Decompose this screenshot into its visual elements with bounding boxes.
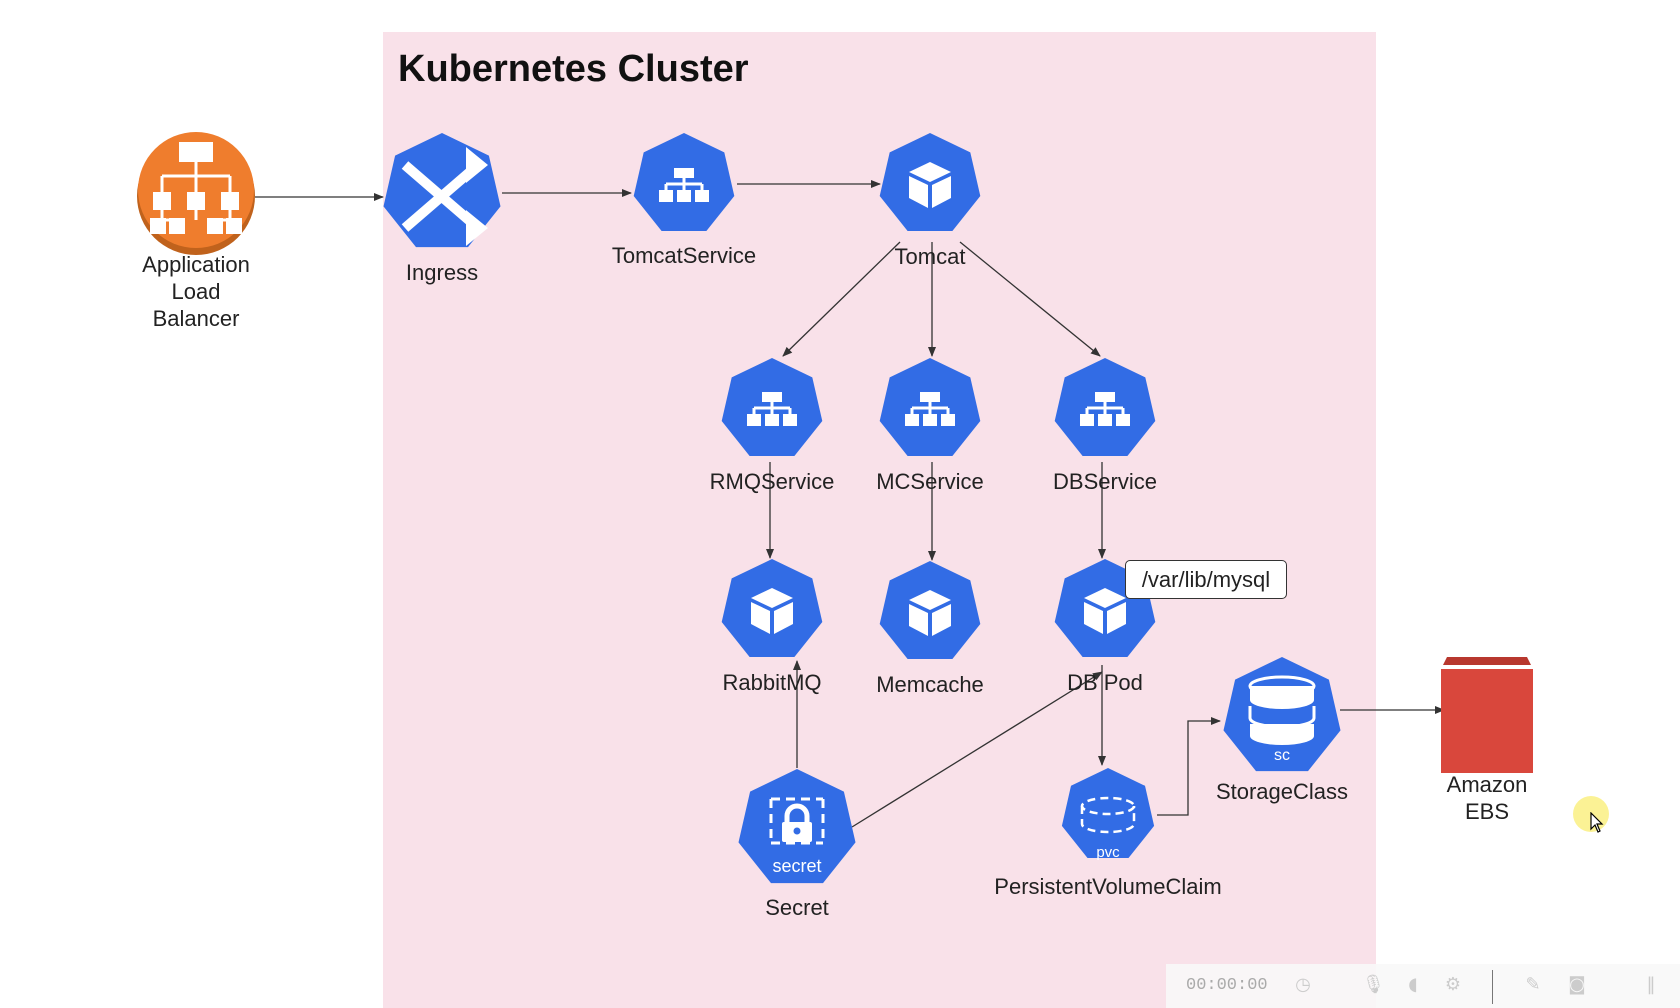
load-balancer-icon bbox=[150, 142, 242, 234]
ebs-label-line-1: Amazon bbox=[1447, 772, 1528, 797]
ebs-volume-icon bbox=[1441, 657, 1533, 773]
mount-path-callout: /var/lib/mysql bbox=[1125, 560, 1287, 599]
mcservice-label: MCService bbox=[876, 469, 984, 494]
dbservice-label: DBService bbox=[1053, 469, 1157, 494]
rabbitmq-label: RabbitMQ bbox=[722, 670, 821, 695]
pvc-label: PersistentVolumeClaim bbox=[994, 874, 1221, 899]
volume-icon bbox=[1080, 796, 1136, 834]
storageclass-label: StorageClass bbox=[1216, 779, 1348, 804]
tomcatservice-label: TomcatService bbox=[612, 243, 756, 268]
pause-icon[interactable]: ‖ bbox=[1646, 974, 1656, 995]
tomcatservice-node[interactable]: TomcatService bbox=[612, 133, 756, 268]
edge-secret-dbpod bbox=[851, 671, 1103, 828]
mouse-cursor-icon bbox=[1590, 812, 1604, 833]
tomcat-node[interactable]: Tomcat bbox=[879, 133, 981, 269]
ingress-label: Ingress bbox=[406, 260, 478, 285]
pencil-icon[interactable]: ✎ bbox=[1525, 974, 1541, 995]
ingress-node[interactable]: Ingress bbox=[383, 133, 501, 285]
mcservice-node[interactable]: MCService bbox=[876, 358, 984, 494]
application-load-balancer[interactable]: Application Load Balancer bbox=[137, 132, 255, 331]
alb-label-line-1: Application bbox=[142, 252, 250, 277]
memcache-label: Memcache bbox=[876, 672, 984, 697]
rabbitmq-node[interactable]: RabbitMQ bbox=[721, 559, 823, 695]
screen-recorder-toolbar: 00:00:00 ◷ 🎙 ◖ ⚙ ✎ ◙ ‖ bbox=[1166, 964, 1680, 1008]
ebs-label-line-2: EBS bbox=[1465, 799, 1509, 824]
pvc-badge: pvc bbox=[1096, 844, 1120, 861]
pvc-node[interactable]: pvc PersistentVolumeClaim bbox=[994, 768, 1222, 899]
edge-tomcat-rmqservice bbox=[782, 241, 901, 357]
rmqservice-node[interactable]: RMQService bbox=[710, 358, 835, 494]
alb-label-line-3: Balancer bbox=[153, 306, 240, 331]
storageclass-heptagon bbox=[1223, 657, 1341, 772]
edge-pvc-storageclass bbox=[1157, 717, 1221, 816]
memcache-node[interactable]: Memcache bbox=[876, 561, 984, 697]
connectors bbox=[255, 180, 1445, 828]
secret-node[interactable]: secret Secret bbox=[738, 769, 856, 920]
mount-path-text: /var/lib/mysql bbox=[1141, 567, 1271, 592]
secret-lock-icon bbox=[769, 797, 825, 845]
storageclass-node[interactable]: sc StorageClass bbox=[1216, 657, 1348, 804]
tomcat-label: Tomcat bbox=[895, 244, 966, 269]
camera-icon[interactable]: ◙ bbox=[1568, 974, 1586, 995]
dbservice-node[interactable]: DBService bbox=[1053, 358, 1157, 494]
dbpod-label: DB Pod bbox=[1067, 670, 1143, 695]
storage-icon bbox=[1248, 675, 1316, 745]
cluster-title: Kubernetes Cluster bbox=[398, 48, 749, 90]
timer-icon[interactable]: ◷ bbox=[1295, 974, 1311, 995]
amazon-ebs-node[interactable]: Amazon EBS bbox=[1441, 657, 1533, 824]
toolbar-divider bbox=[1492, 970, 1493, 1004]
speaker-icon[interactable]: ◖ bbox=[1408, 974, 1418, 995]
edge-tomcat-dbservice bbox=[959, 241, 1101, 357]
secret-label: Secret bbox=[765, 895, 829, 920]
shuffle-icon bbox=[401, 161, 482, 232]
gear-icon[interactable]: ⚙ bbox=[1444, 974, 1462, 995]
alb-label-line-2: Load bbox=[172, 279, 221, 304]
storageclass-badge: sc bbox=[1274, 747, 1290, 764]
kubernetes-cluster-boundary bbox=[383, 32, 1376, 1008]
secret-badge: secret bbox=[772, 856, 821, 876]
rmqservice-label: RMQService bbox=[710, 469, 835, 494]
recorder-timer: 00:00:00 bbox=[1186, 976, 1268, 995]
microphone-icon[interactable]: 🎙 bbox=[1362, 974, 1385, 995]
